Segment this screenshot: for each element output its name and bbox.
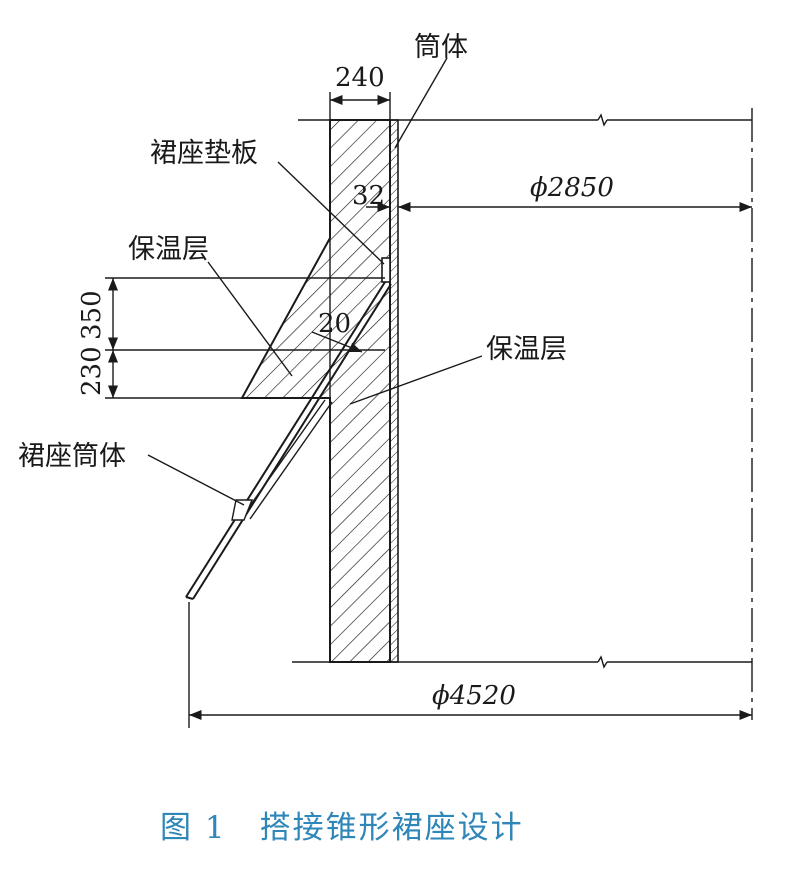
label-shell-text: 筒体: [414, 32, 468, 63]
skirt-pad-plate: [381, 257, 391, 283]
label-insulation-left: 保温层: [128, 234, 293, 377]
dimension-230-text: 230: [77, 346, 107, 396]
shell-wall: [389, 119, 399, 663]
label-insulation-left-text: 保温层: [128, 234, 209, 265]
dimension-350-text: 350: [77, 290, 107, 340]
skirt-cone: [185, 281, 392, 600]
label-skirt-pad: 裙座垫板: [150, 138, 385, 265]
dimension-240: 240: [329, 63, 391, 120]
label-insulation-right: 保温层: [349, 334, 567, 405]
dimension-2850: ϕ2850: [398, 173, 752, 213]
dimension-4520: ϕ4520: [188, 602, 752, 728]
dimension-4520-text: ϕ4520: [432, 681, 516, 711]
dimension-20-text: 20: [318, 309, 351, 339]
reference-lines: [105, 108, 753, 720]
dimension-heights: 350 230: [77, 278, 119, 398]
figure-caption: 图 1 搭接锥形裙座设计: [160, 810, 524, 846]
label-skirt-shell-text: 裙座筒体: [18, 441, 126, 472]
dimension-20: 20: [311, 309, 363, 353]
label-shell: 筒体: [394, 32, 468, 149]
dimension-240-text: 240: [335, 63, 385, 93]
dimension-2850-text: ϕ2850: [530, 173, 614, 203]
label-skirt-shell: 裙座筒体: [18, 441, 245, 506]
label-skirt-pad-text: 裙座垫板: [150, 138, 258, 169]
dimension-32-text: 32: [352, 181, 385, 211]
dimension-32: 32: [352, 181, 390, 213]
label-insulation-right-text: 保温层: [486, 334, 567, 365]
